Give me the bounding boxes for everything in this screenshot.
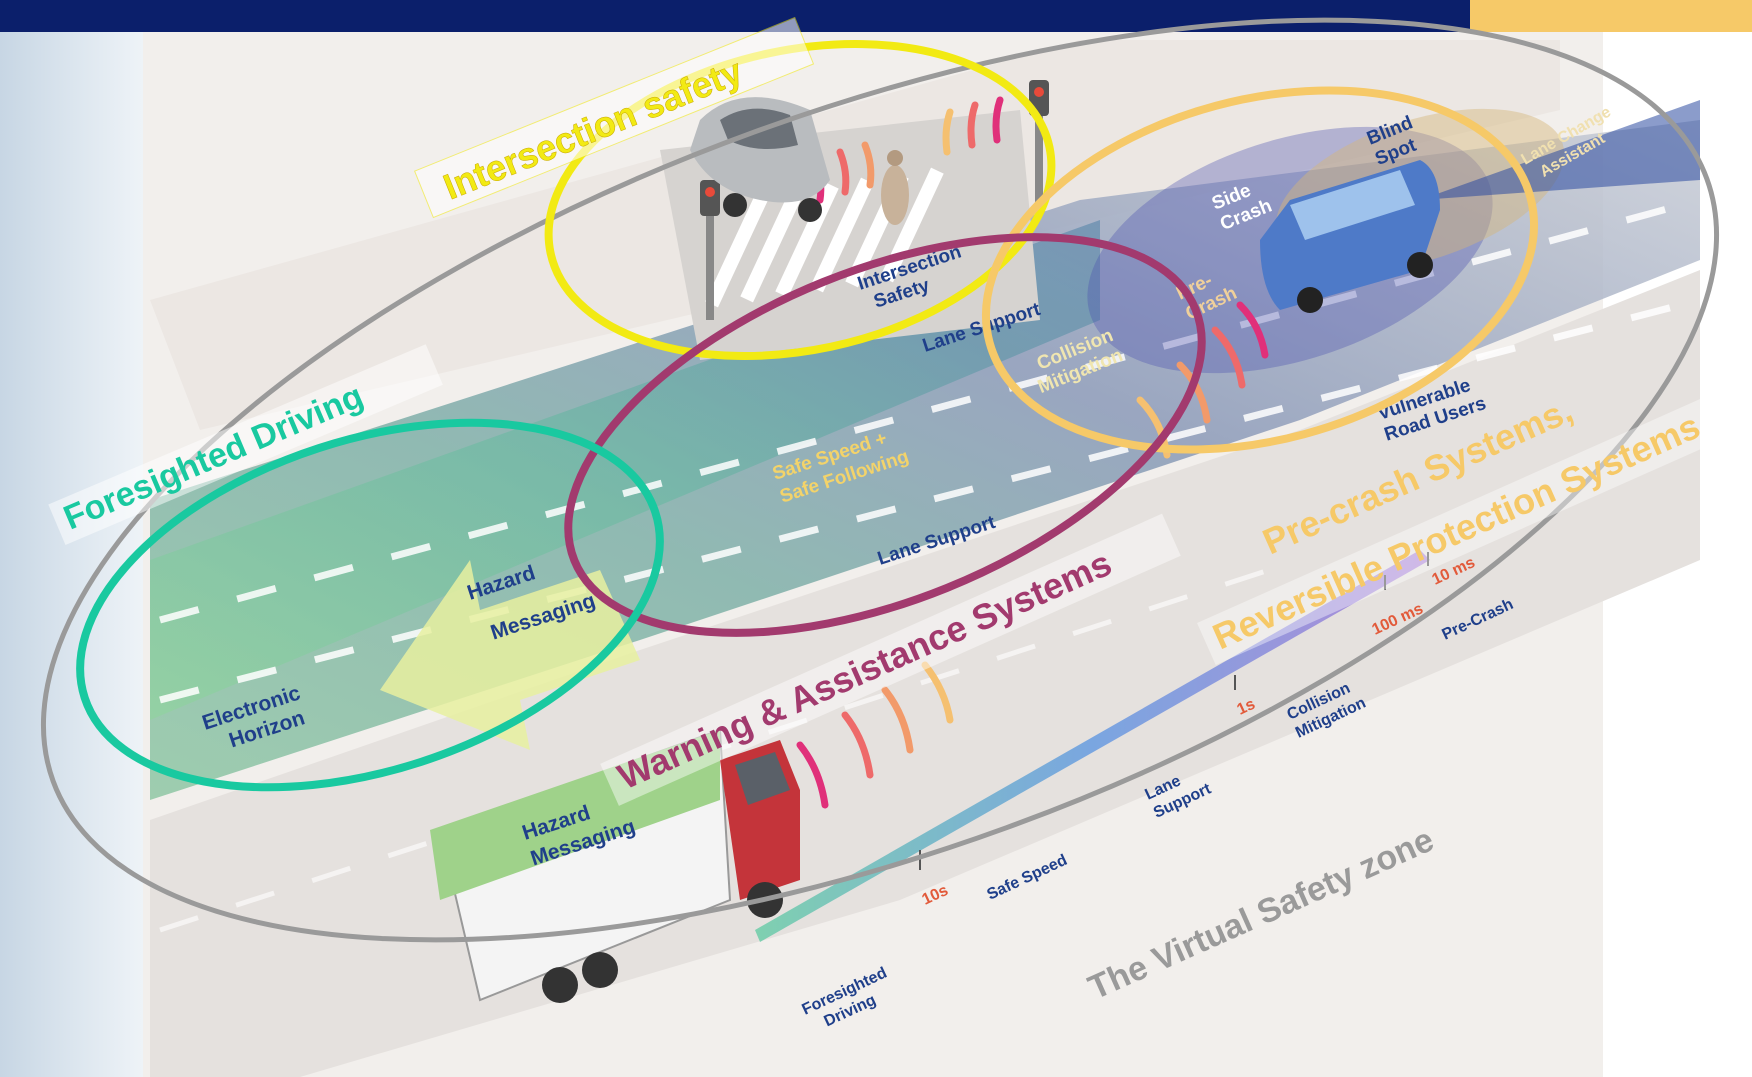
pedestrian (881, 150, 909, 225)
slide-sidebar (0, 32, 143, 1077)
precrash-ring (981, 86, 1539, 454)
intersection-car (690, 97, 830, 222)
foresighted-ring (76, 418, 664, 792)
hazard-arrow (380, 560, 640, 750)
lane-markings (159, 196, 1701, 704)
header-accent (1470, 0, 1752, 32)
timeline-bar (755, 550, 1430, 942)
background-scene (143, 32, 1701, 1077)
warning-ring (564, 233, 1206, 637)
truck (430, 728, 800, 1003)
blue-car (1260, 160, 1440, 313)
tick-1s: 1s (1235, 696, 1258, 719)
